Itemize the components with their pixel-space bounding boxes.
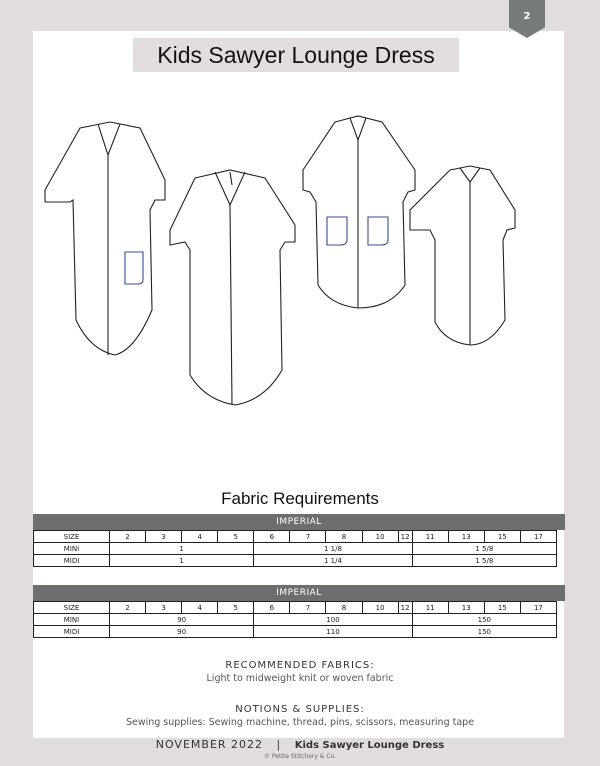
recommended-fabrics-text: Light to midweight knit or woven fabric — [206, 673, 394, 684]
table-row: MINI 90 100 150 — [33, 613, 558, 626]
footer-title: Kids Sawyer Lounge Dress — [294, 740, 445, 751]
dress-front-mini-pocket — [44, 121, 166, 356]
table-2-header: IMPERIAL — [33, 585, 565, 601]
page-title: Kids Sawyer Lounge Dress — [133, 38, 459, 72]
recommended-fabrics: RECOMMENDED FABRICS: Light to midweight … — [0, 660, 600, 684]
footer-date: NOVEMBER 2022 — [155, 738, 264, 751]
table-row: MIDI 1 1 1/4 1 5/8 — [33, 554, 558, 567]
copyright: © Petite Stitchery & Co. — [263, 753, 337, 760]
dress-back-mini — [409, 165, 516, 346]
notions-text: Sewing supplies: Sewing machine, thread,… — [125, 717, 475, 728]
recommended-fabrics-heading: RECOMMENDED FABRICS: — [225, 660, 375, 671]
dress-back-mini-pockets — [302, 115, 416, 309]
dress-illustrations — [44, 115, 516, 406]
footer: NOVEMBER 2022 | Kids Sawyer Lounge Dress… — [0, 738, 600, 760]
fabric-requirements-title: Fabric Requirements — [221, 489, 379, 508]
table-row: MINI 1 1 1/8 1 5/8 — [33, 542, 558, 555]
notions-heading: NOTIONS & SUPPLIES: — [235, 704, 365, 715]
dress-front-midi — [169, 169, 296, 406]
table-row: MIDI 90 110 150 — [33, 625, 558, 638]
notions-supplies: NOTIONS & SUPPLIES: Sewing supplies: Sew… — [0, 704, 600, 728]
table-1-header: IMPERIAL — [33, 514, 565, 530]
footer-separator: | — [276, 738, 282, 751]
